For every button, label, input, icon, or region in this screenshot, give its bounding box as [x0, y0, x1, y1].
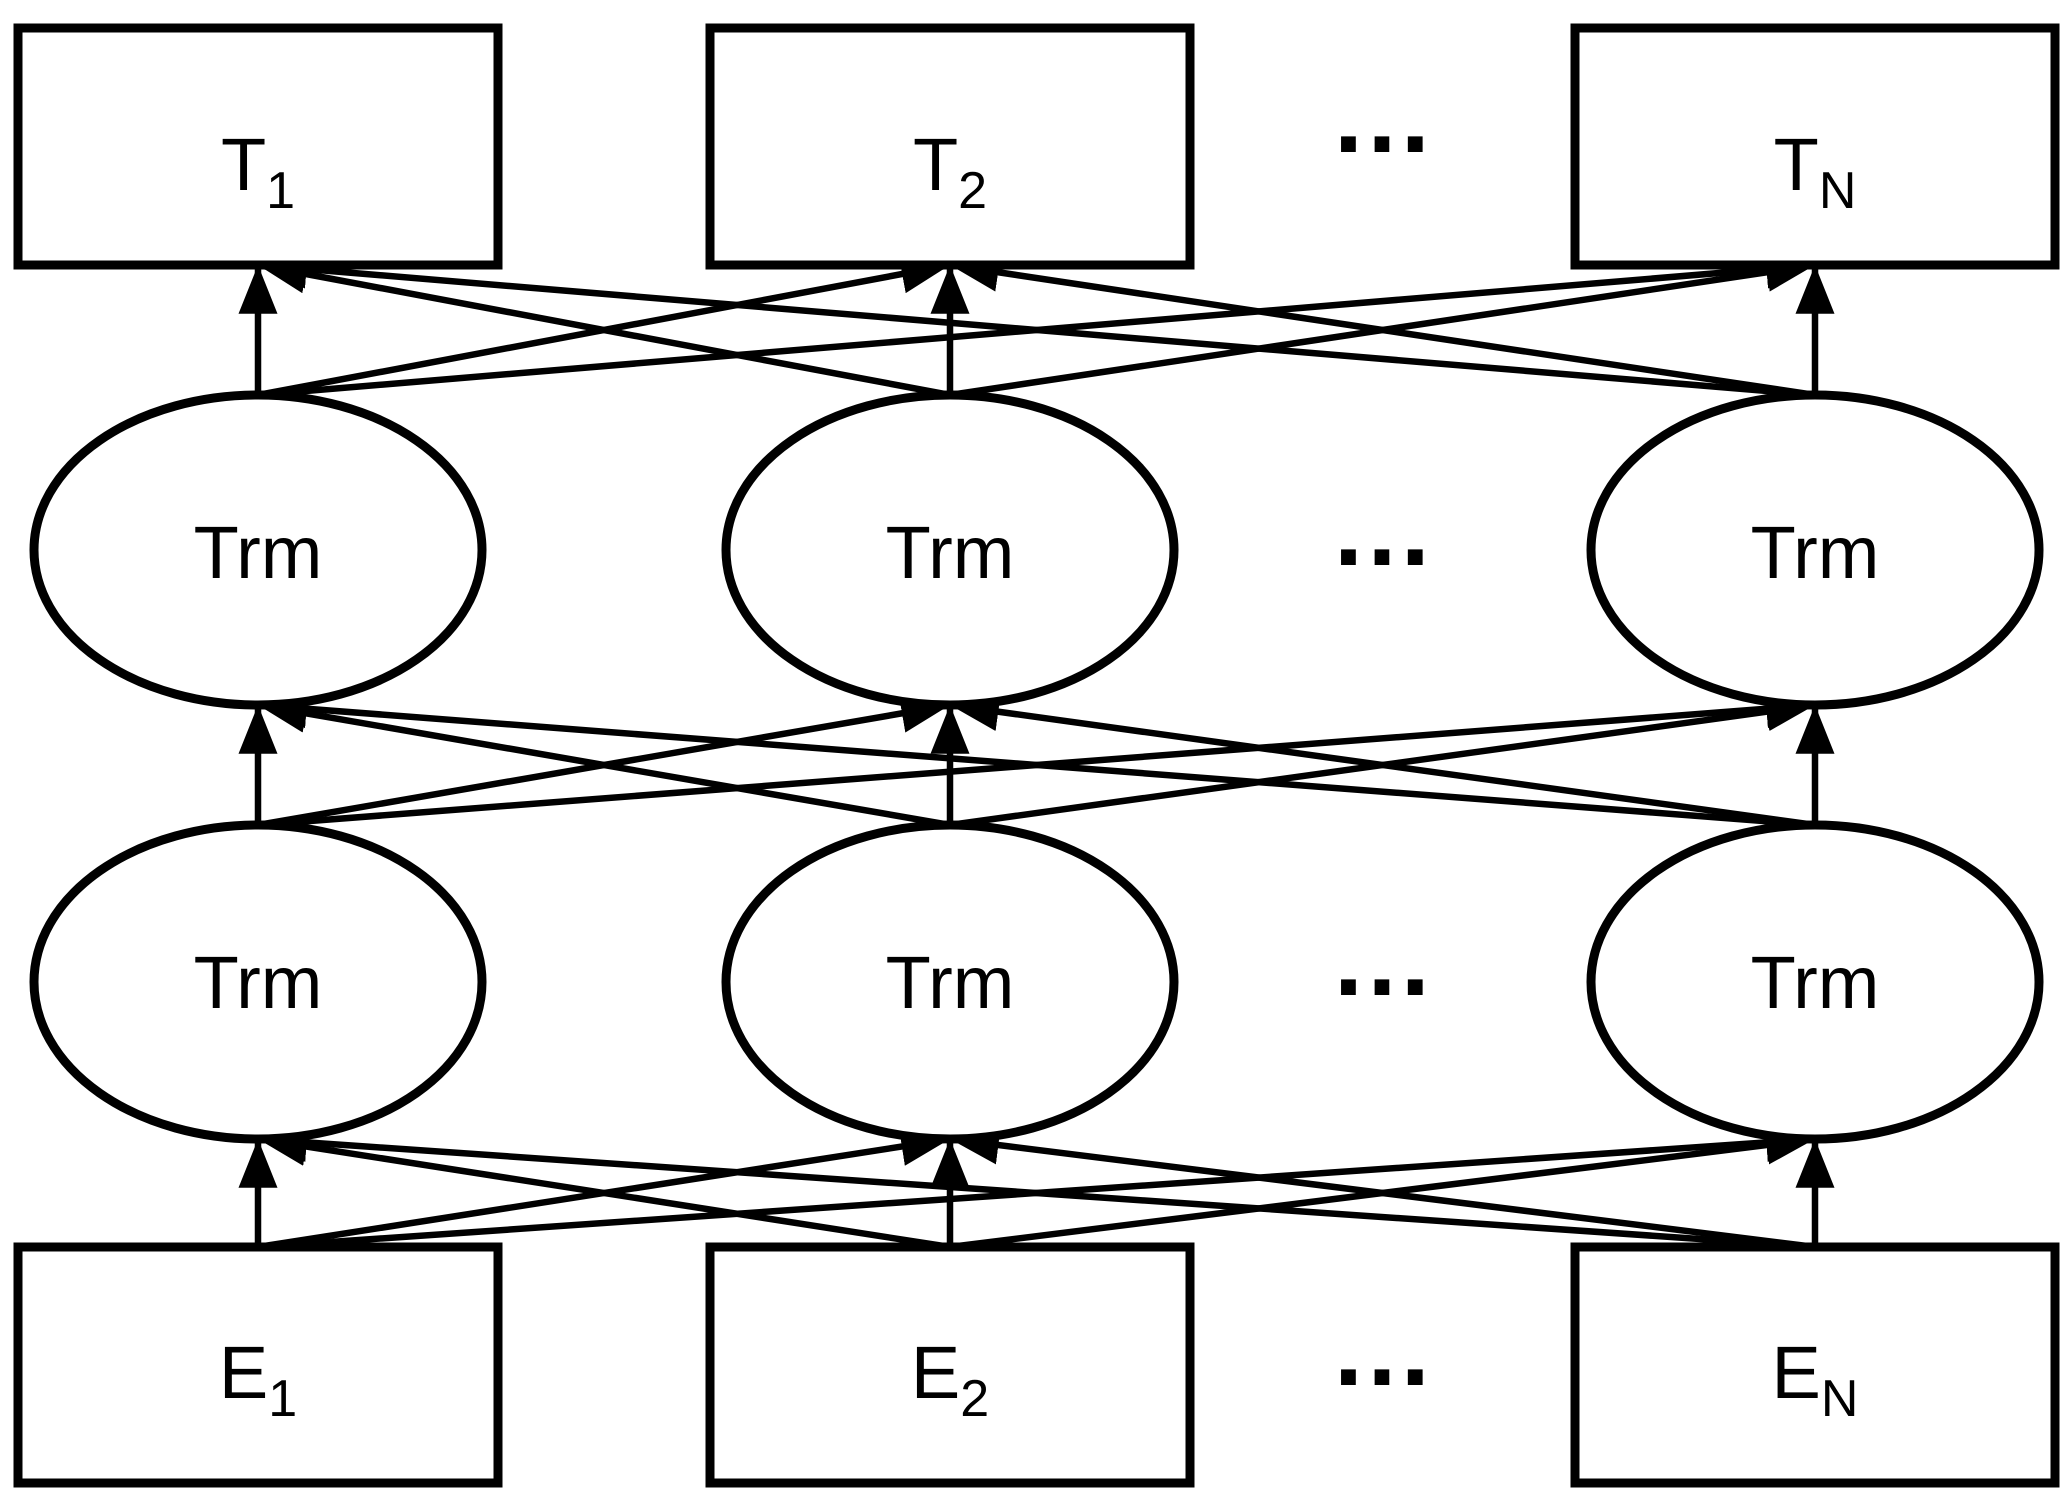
ellipsis-upper-trm-row: … [1330, 471, 1441, 588]
lower-trm-node-1: Trm [29, 820, 487, 1144]
lower-trm-node-2: Trm [721, 820, 1179, 1144]
upper-trm-node-1: Trm [29, 390, 487, 710]
arrow-trm-ln-to-u2 [949, 692, 1816, 829]
arrow-en-to-trm-l1 [257, 1122, 1816, 1251]
upper-trm-ellipse-2 [721, 390, 1179, 710]
upper-trm-label-1: Trm [194, 511, 323, 594]
upper-trm-ellipse-1 [29, 390, 487, 710]
arrow-trm-un-to-t2 [949, 252, 1816, 399]
arrow-e2-to-trm-l1 [257, 1127, 951, 1251]
e1-label: E1 [219, 1331, 297, 1428]
lower-trm-label-2: Trm [886, 941, 1015, 1024]
tn-label: TN [1774, 123, 1857, 220]
embedding-node-en: EN [1570, 1242, 2060, 1488]
t1-label: T1 [221, 123, 295, 220]
upper-trm-node-2: Trm [721, 390, 1179, 710]
tn-box [1570, 23, 2060, 270]
ellipsis-lower-trm-row: … [1330, 901, 1441, 1018]
lower-trm-label-1: Trm [194, 941, 323, 1024]
lower-trm-node-n: Trm [1586, 820, 2044, 1144]
output-node-t1: T1 [13, 23, 503, 270]
upper-trm-label-n: Trm [1751, 511, 1880, 594]
embedding-node-e1: E1 [13, 1242, 503, 1488]
lower-trm-ellipse-1 [29, 820, 487, 1144]
lower-trm-ellipse-2 [721, 820, 1179, 1144]
t1-box [13, 23, 503, 270]
arrow-trm-l2-to-u1 [257, 694, 951, 829]
e1-box [13, 1242, 503, 1488]
arrows-lower-trm-to-upper-trm [238, 689, 1835, 829]
t2-label: T2 [913, 123, 987, 220]
upper-trm-ellipse-n [1586, 390, 2044, 710]
e2-box [705, 1242, 1195, 1488]
arrow-trm-ln-to-u1 [257, 689, 1816, 829]
ellipsis-embedding-row: … [1330, 1291, 1441, 1408]
upper-trm-node-n: Trm [1586, 390, 2044, 710]
upper-trm-label-2: Trm [886, 511, 1015, 594]
embedding-node-e2: E2 [705, 1242, 1195, 1488]
e2-label: E2 [911, 1331, 989, 1428]
arrows-embedding-to-lower-trm [238, 1122, 1835, 1251]
lower-trm-ellipse-n [1586, 820, 2044, 1144]
output-node-tn: TN [1570, 23, 2060, 270]
arrow-en-to-trm-l2 [949, 1125, 1816, 1251]
output-node-t2: T2 [705, 23, 1195, 270]
ellipsis-output-row: … [1330, 58, 1441, 175]
en-label: EN [1772, 1331, 1859, 1428]
en-box [1570, 1242, 2060, 1488]
arrow-trm-un-to-t1 [257, 249, 1816, 399]
lower-trm-label-n: Trm [1751, 941, 1880, 1024]
arrows-upper-trm-to-output [238, 249, 1835, 399]
arrow-trm-u2-to-t1 [257, 254, 951, 399]
t2-box [705, 23, 1195, 270]
